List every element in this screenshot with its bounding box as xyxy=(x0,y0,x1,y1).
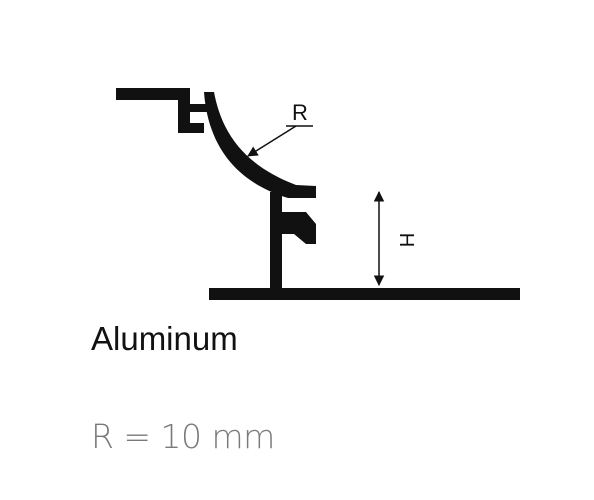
radius-value-label: R = 10 mm xyxy=(91,417,275,456)
height-symbol: H xyxy=(395,233,417,247)
material-label: Aluminum xyxy=(91,320,238,357)
cove-arc xyxy=(204,92,316,198)
radius-leader-line xyxy=(247,125,297,157)
base-flange xyxy=(209,288,520,300)
vertical-stem xyxy=(270,192,282,294)
radius-symbol: R xyxy=(292,100,308,125)
profile-cross-section-drawing: R H xyxy=(116,88,520,300)
side-barb xyxy=(281,212,316,244)
top-lip xyxy=(186,104,210,112)
top-flange xyxy=(116,88,204,133)
